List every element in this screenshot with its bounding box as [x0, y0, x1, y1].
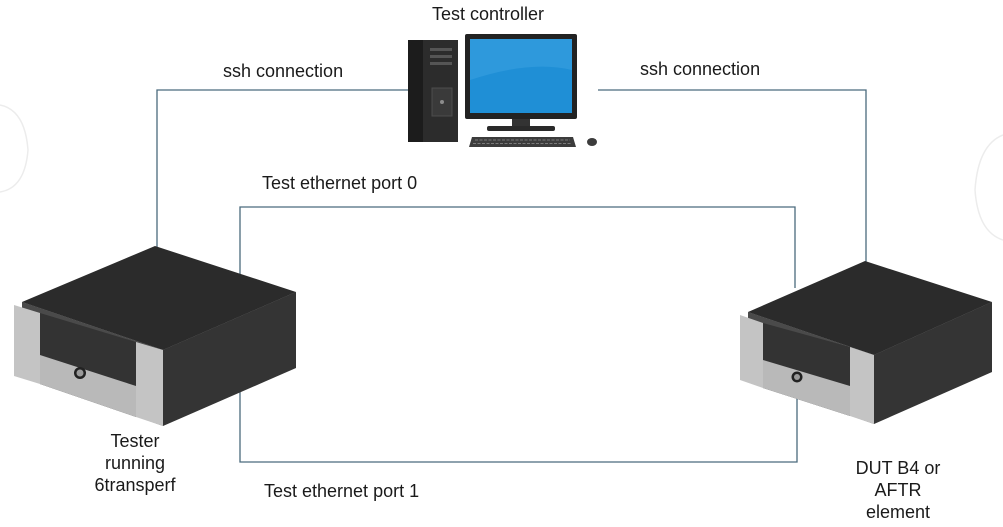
tester-label-line: running: [104, 453, 166, 473]
ethernet-link-port1: [239, 380, 798, 463]
pc-tower: [408, 40, 458, 142]
tester-label-line: 6transperf: [94, 475, 176, 495]
dut-label-line: AFTR: [874, 480, 922, 500]
test-ethernet-port-0-label: Test ethernet port 0: [262, 173, 418, 193]
dut-label-line: element: [865, 502, 931, 522]
keyboard: [469, 137, 576, 147]
ssh-link-right: [598, 89, 867, 262]
test-ethernet-port-1-label: Test ethernet port 1: [264, 481, 420, 501]
dut-server-icon: [740, 261, 992, 424]
ssh-link-left: [156, 89, 410, 252]
tester-label-line: Tester: [110, 431, 160, 451]
ssh-connection-left-label: ssh connection: [223, 61, 344, 81]
background-arc-right: [974, 134, 1003, 241]
background-arc-left: [0, 104, 29, 193]
ethernet-link-port0: [239, 206, 796, 288]
ssh-connection-right-label: ssh connection: [640, 59, 761, 79]
mouse: [587, 138, 597, 146]
dut-label-line: DUT B4 or: [855, 458, 941, 478]
desktop-computer-icon: [408, 34, 597, 147]
monitor: [465, 34, 577, 131]
tester-label: Tester running 6transperf: [80, 430, 190, 496]
tester-server-icon: [14, 246, 296, 426]
test-controller-label: Test controller: [432, 4, 545, 24]
dut-label: DUT B4 or AFTR element: [838, 457, 958, 523]
connection-lines: [156, 89, 867, 463]
